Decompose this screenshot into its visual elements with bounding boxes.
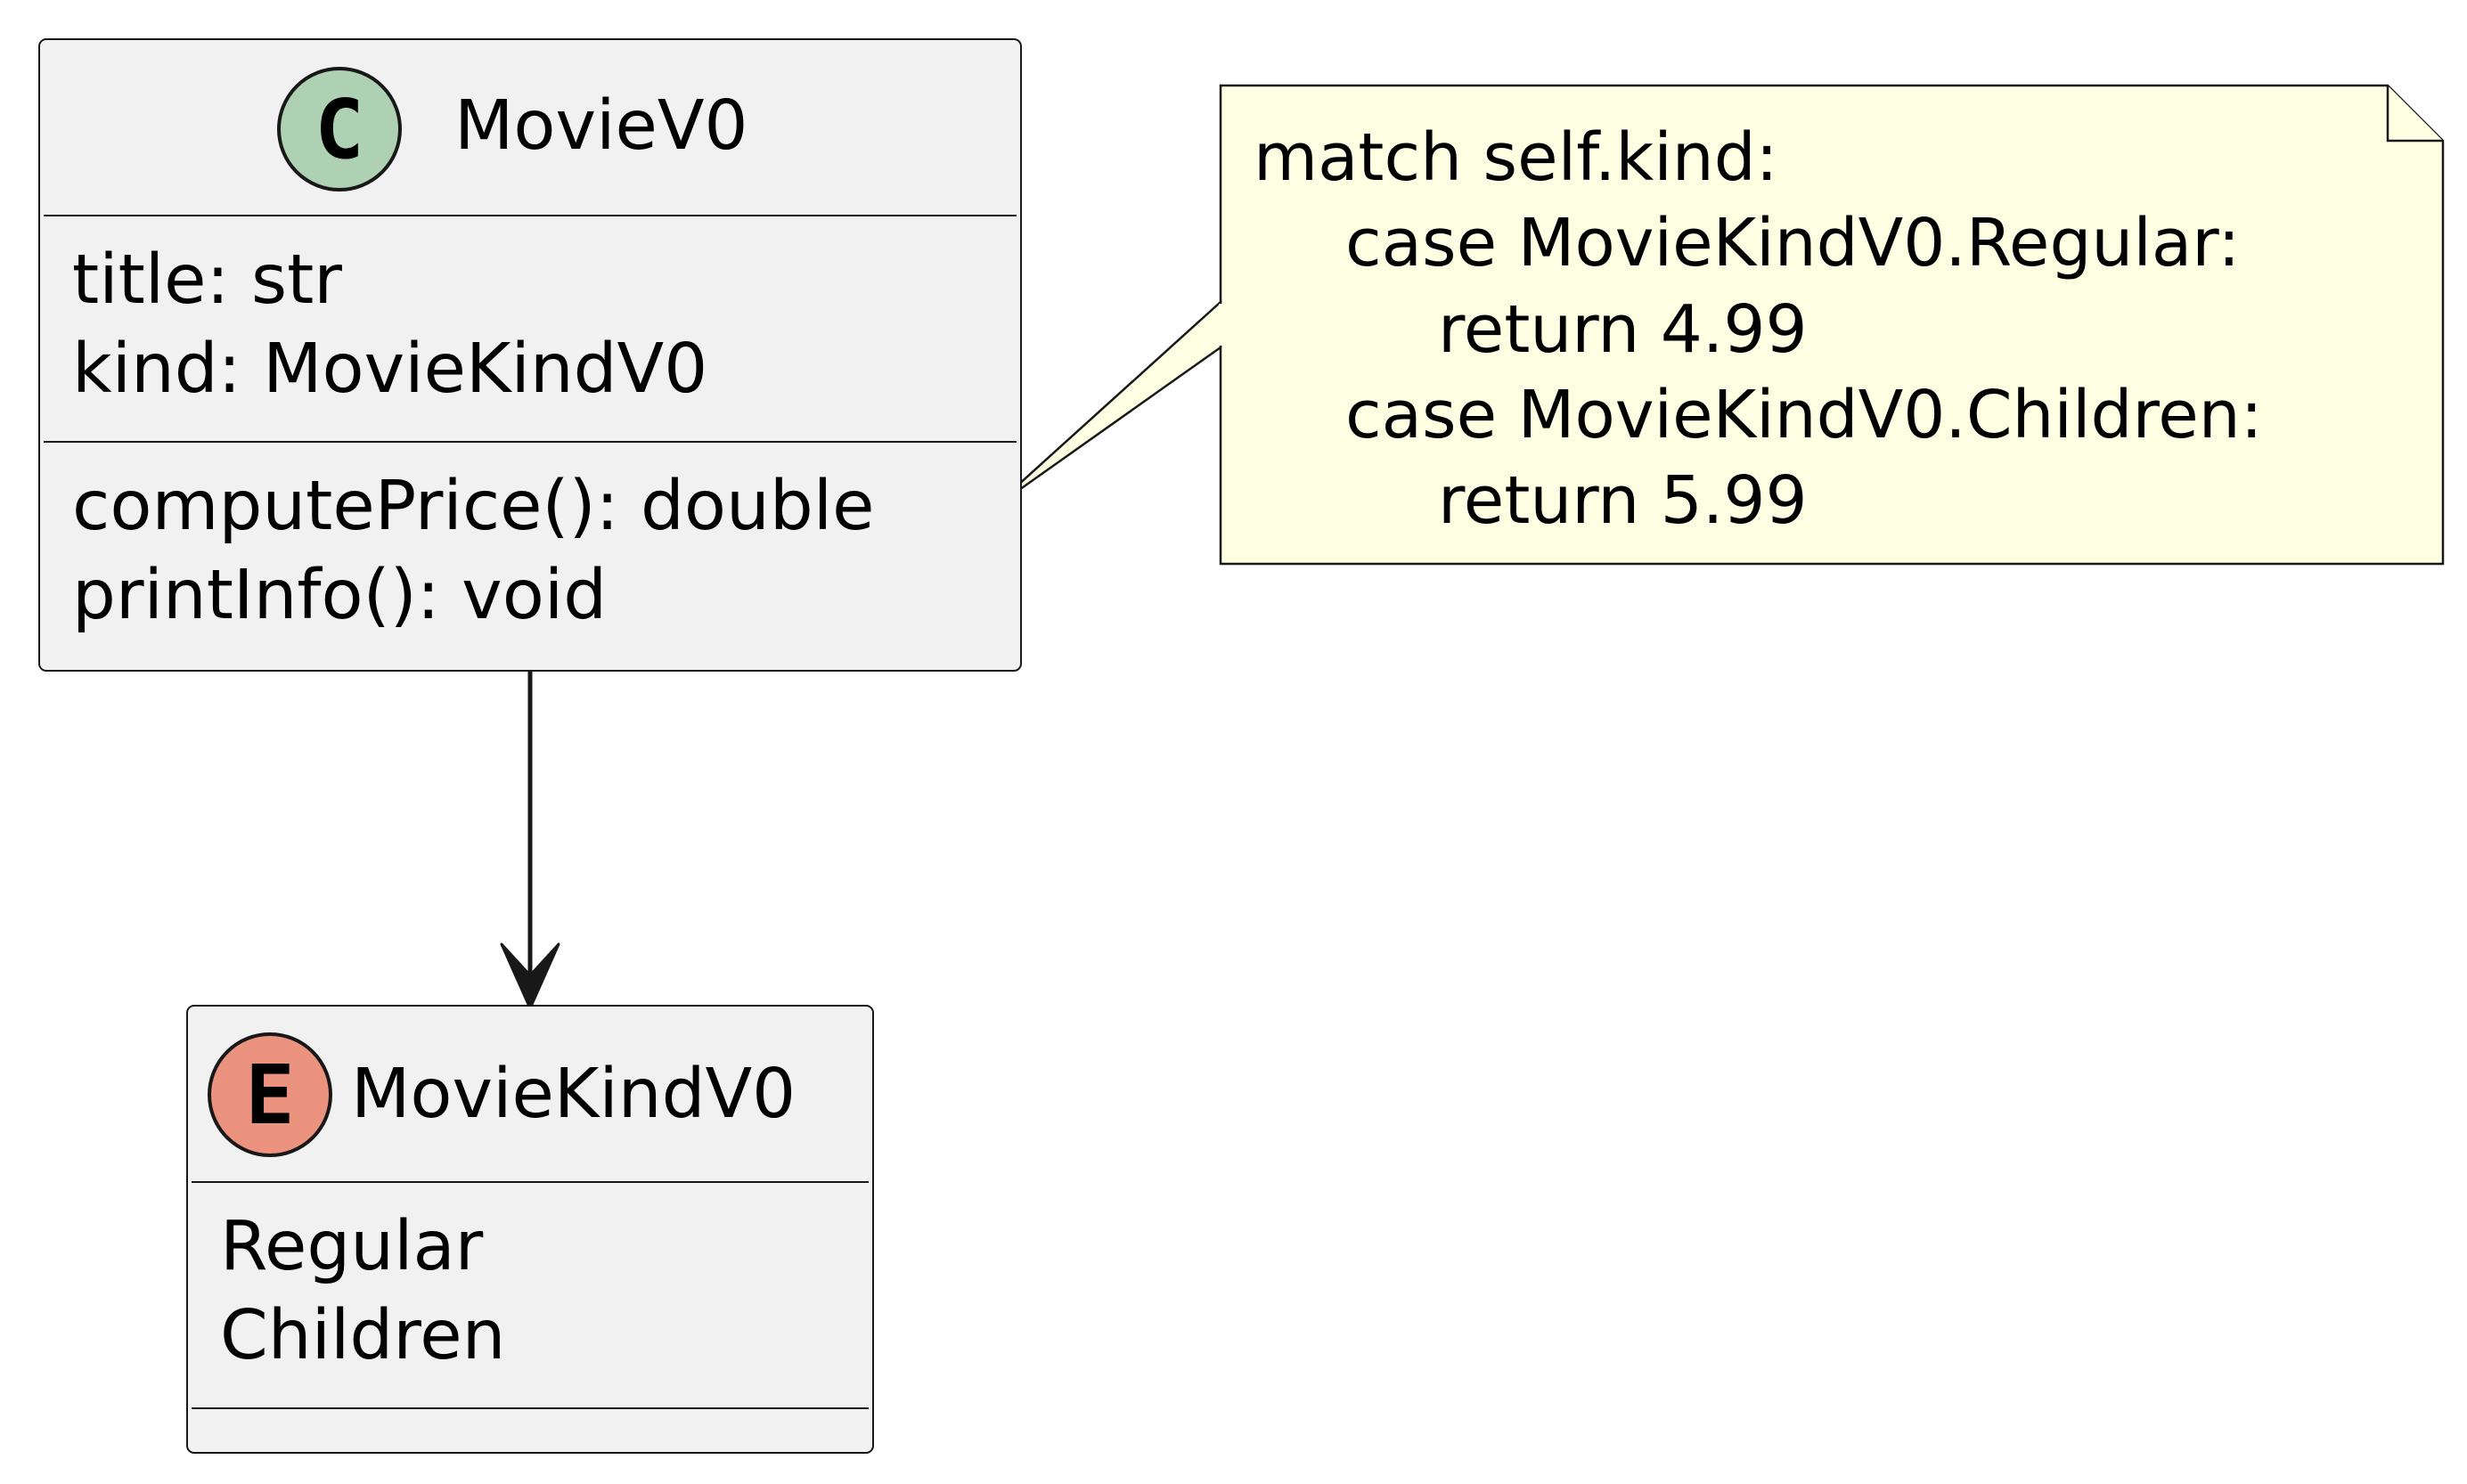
enum-name: MovieKindV0 — [351, 1055, 796, 1134]
note-line: case MovieKindV0.Regular: — [1345, 205, 2241, 281]
field-kind: kind: MovieKindV0 — [72, 330, 708, 409]
note-shape — [1219, 84, 2445, 566]
association-arrowhead — [500, 942, 560, 1010]
enum-value-children: Children — [220, 1296, 506, 1375]
divider — [192, 1181, 869, 1183]
class-name: MovieV0 — [454, 86, 748, 166]
enum-header: E MovieKindV0 — [188, 1007, 872, 1181]
enum-e-icon: E — [208, 1032, 332, 1157]
note-line: match self.kind: — [1254, 119, 1778, 196]
class-c-icon: C — [277, 67, 402, 192]
method-print-info: printInfo(): void — [72, 556, 608, 635]
methods-section: computePrice(): double printInfo(): void — [40, 443, 1020, 640]
field-title: title: str — [72, 241, 342, 320]
note-line: return 5.99 — [1438, 462, 1808, 539]
note-fold — [2386, 86, 2443, 143]
divider — [44, 441, 1017, 443]
enum-value-regular: Regular — [220, 1207, 484, 1286]
class-header: C MovieV0 — [40, 40, 1020, 215]
method-compute-price: computePrice(): double — [72, 467, 875, 546]
note-line: return 4.99 — [1438, 291, 1808, 368]
class-movie-v0[interactable]: C MovieV0 title: str kind: MovieKindV0 c… — [38, 38, 1022, 672]
note-line: case MovieKindV0.Children: — [1345, 377, 2263, 453]
enum-values-section: Regular Children — [188, 1183, 872, 1407]
divider — [192, 1407, 869, 1409]
divider — [44, 215, 1017, 216]
fields-section: title: str kind: MovieKindV0 — [40, 216, 1020, 441]
enum-movie-kind-v0[interactable]: E MovieKindV0 Regular Children — [186, 1005, 874, 1454]
note-connector — [988, 299, 1222, 513]
